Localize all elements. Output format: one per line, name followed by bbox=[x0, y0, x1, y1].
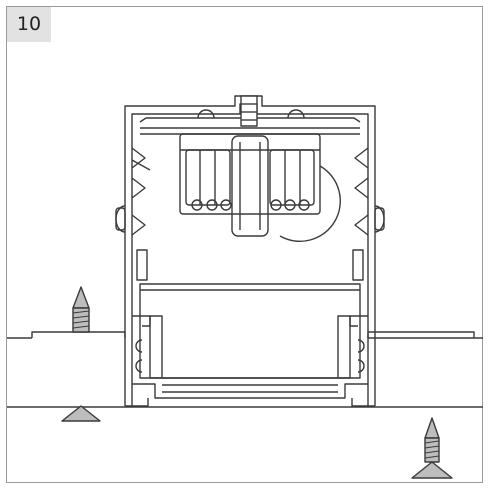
opal-diffuser bbox=[139, 283, 361, 393]
screw-center-head bbox=[197, 95, 305, 127]
step-number-badge: 10 bbox=[7, 7, 51, 42]
mounting-clips bbox=[115, 205, 385, 233]
screw-left bbox=[72, 286, 90, 333]
ceiling-panel bbox=[7, 331, 483, 408]
illustration-frame bbox=[6, 6, 483, 483]
screw-right bbox=[411, 417, 453, 479]
led-driver-with-terminal-blocks bbox=[179, 133, 342, 243]
screw-left-head bbox=[61, 405, 101, 422]
